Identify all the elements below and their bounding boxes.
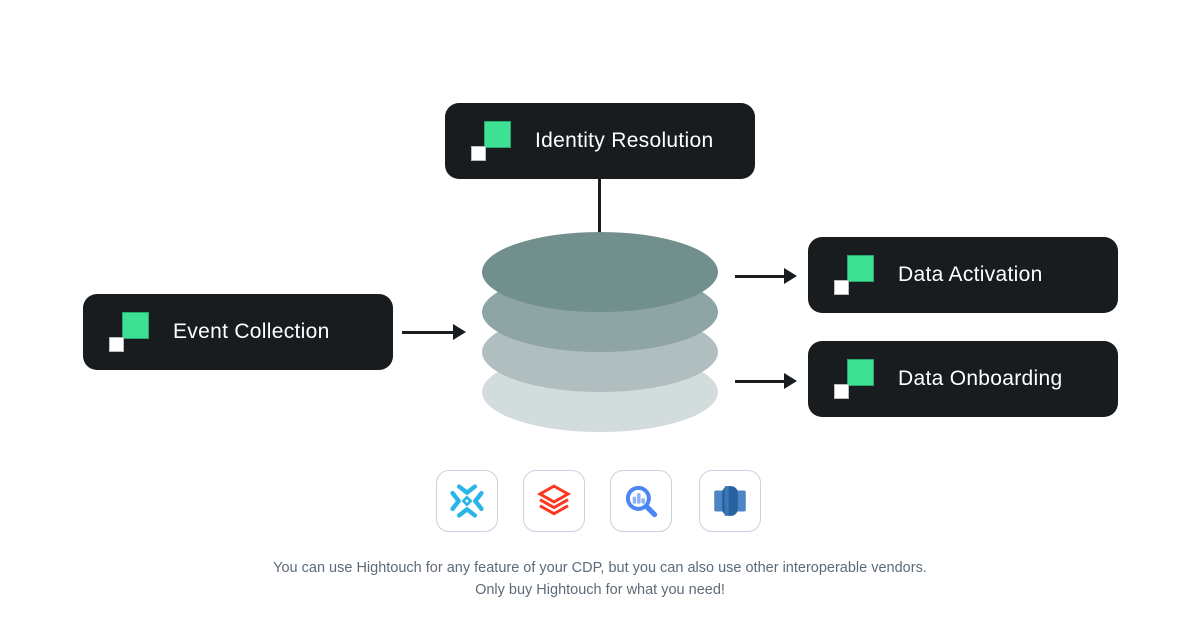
logo-green-square <box>847 255 874 282</box>
arrow-shaft <box>402 330 455 334</box>
event-collection-badge: Event Collection <box>83 294 393 370</box>
arrow-warehouse-to-onboarding <box>735 373 797 389</box>
vendor-tile-bigquery <box>610 470 672 532</box>
logo-white-square <box>834 280 849 295</box>
arrow-event-to-warehouse <box>402 324 466 340</box>
vendor-tile-snowflake <box>436 470 498 532</box>
hightouch-logo-icon <box>109 309 151 355</box>
data-onboarding-label: Data Onboarding <box>898 367 1063 390</box>
bigquery-icon <box>625 485 658 518</box>
warehouse-layer-1 <box>482 232 718 312</box>
arrow-head <box>453 324 466 340</box>
vendor-tile-databricks <box>523 470 585 532</box>
hightouch-logo-icon <box>471 118 513 164</box>
logo-green-square <box>847 359 874 386</box>
logo-white-square <box>109 337 124 352</box>
arrow-head <box>784 268 797 284</box>
databricks-icon <box>536 484 572 516</box>
logo-white-square <box>834 384 849 399</box>
redshift-icon <box>714 486 746 516</box>
vendor-tile-redshift <box>699 470 761 532</box>
logo-white-square <box>471 146 486 161</box>
connector-identity-to-warehouse <box>598 179 601 241</box>
arrow-warehouse-to-activation <box>735 268 797 284</box>
logo-green-square <box>122 312 149 339</box>
identity-resolution-label: Identity Resolution <box>535 129 714 152</box>
identity-resolution-badge: Identity Resolution <box>445 103 755 179</box>
arrow-shaft <box>735 379 786 383</box>
data-onboarding-badge: Data Onboarding <box>808 341 1118 417</box>
hightouch-logo-icon <box>834 356 876 402</box>
snowflake-icon <box>450 484 484 518</box>
data-activation-label: Data Activation <box>898 263 1043 286</box>
logo-green-square <box>484 121 511 148</box>
caption-line-1: You can use Hightouch for any feature of… <box>273 560 927 576</box>
caption-line-2: Only buy Hightouch for what you need! <box>475 582 725 598</box>
data-activation-badge: Data Activation <box>808 237 1118 313</box>
event-collection-label: Event Collection <box>173 320 330 343</box>
arrow-shaft <box>735 274 786 278</box>
hightouch-logo-icon <box>834 252 876 298</box>
arrow-head <box>784 373 797 389</box>
